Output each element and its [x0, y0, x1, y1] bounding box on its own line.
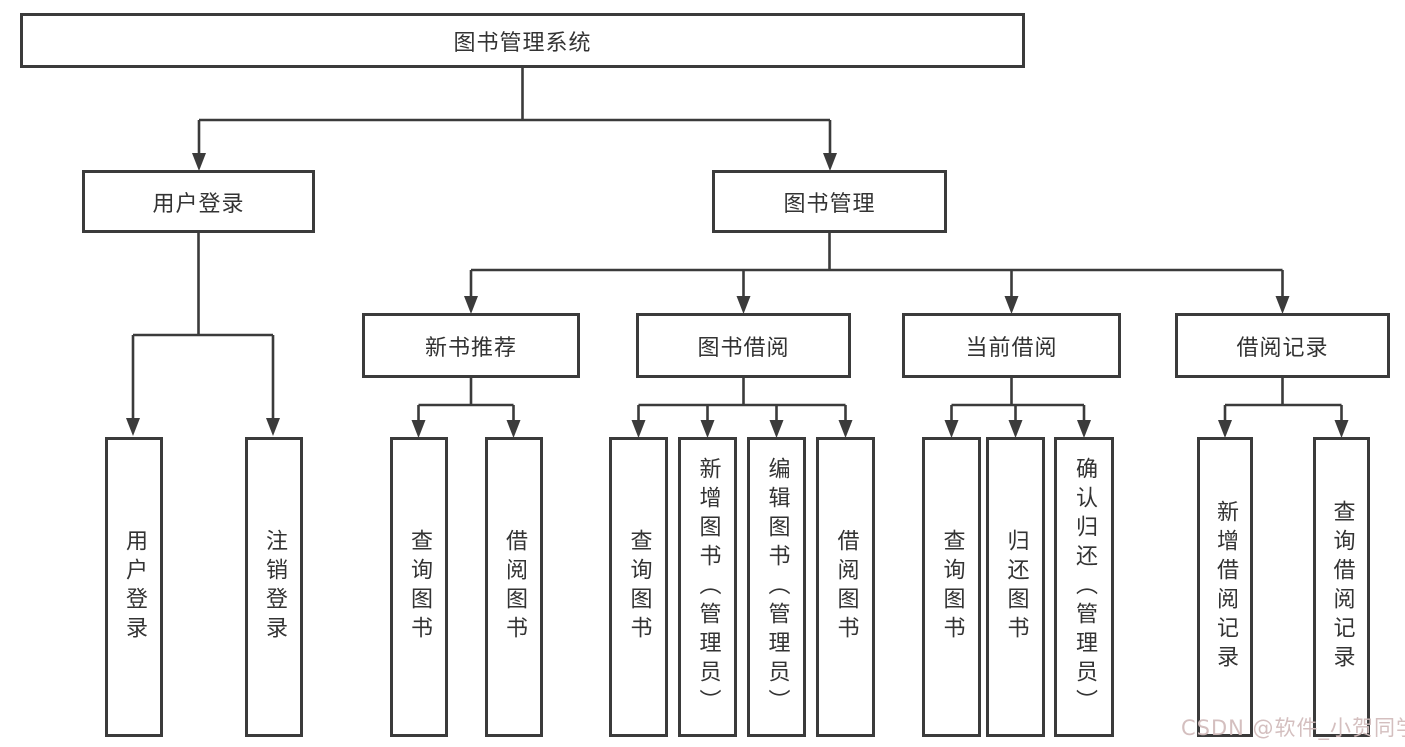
node-book-management: 图书管理 [712, 170, 947, 233]
node-new-book-recommendation: 新书推荐 [362, 313, 580, 378]
node-book-borrowing: 图书借阅 [636, 313, 851, 378]
leaf-confirm-return-admin: 确认归还（管理员） [1054, 437, 1114, 737]
leaf-return-books: 归还图书 [986, 437, 1045, 737]
node-library-management-system: 图书管理系统 [20, 13, 1025, 68]
leaf-query-books-borrow: 查询图书 [609, 437, 668, 737]
leaf-borrow-books-recommend: 借阅图书 [485, 437, 543, 737]
node-borrowing-records: 借阅记录 [1175, 313, 1390, 378]
leaf-query-books-recommend: 查询图书 [390, 437, 448, 737]
leaf-borrow-books: 借阅图书 [816, 437, 875, 737]
leaf-logout: 注销登录 [245, 437, 303, 737]
leaf-edit-books-admin: 编辑图书（管理员） [747, 437, 806, 737]
node-user-login: 用户登录 [82, 170, 315, 233]
leaf-query-books-current: 查询图书 [922, 437, 981, 737]
csdn-watermark: CSDN @软件_小贺同学 [1181, 716, 1405, 740]
node-current-borrowing: 当前借阅 [902, 313, 1121, 378]
leaf-query-borrow-record: 查询借阅记录 [1313, 437, 1370, 737]
leaf-user-login: 用户登录 [105, 437, 163, 737]
leaf-add-books-admin: 新增图书（管理员） [678, 437, 737, 737]
leaf-add-borrow-record: 新增借阅记录 [1197, 437, 1253, 737]
